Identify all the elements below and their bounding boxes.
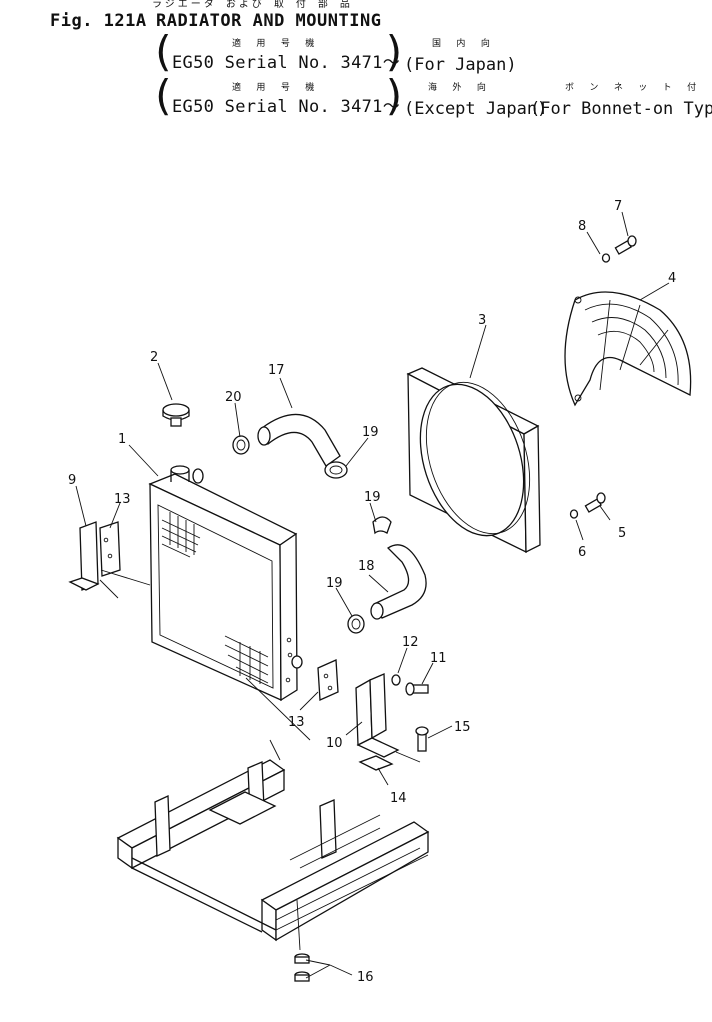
fan-guard-drawing — [564, 291, 692, 407]
figure-number: Fig. 121A — [50, 11, 147, 31]
bolt-drawing — [614, 235, 637, 255]
washer-drawing — [601, 253, 611, 263]
serial-range-2: EG50 Serial No. 3471～ — [172, 97, 400, 117]
callout-15: 15 — [454, 720, 471, 735]
hose-clamp-drawing — [324, 461, 348, 479]
callout-19: 19 — [362, 425, 379, 440]
leader-lines — [75, 211, 670, 979]
model-label-jp-2: 適 用 号 機 — [232, 83, 320, 93]
market-jp-1: 国 内 向 — [432, 39, 495, 49]
callout-13: 13 — [114, 492, 131, 507]
radiator-cap-drawing — [162, 403, 190, 427]
close-bracket: ) — [382, 71, 408, 120]
lower-hose-drawing — [370, 544, 427, 620]
callout-7: 7 — [614, 199, 622, 214]
right-bracket-drawing — [317, 659, 400, 771]
title-japanese: ラジエータ および 取 付 部 品 — [152, 0, 353, 10]
callout-19: 19 — [364, 490, 381, 505]
extra-en-2: (For Bonnet-on Type) — [530, 99, 712, 119]
callout-3: 3 — [478, 313, 486, 328]
hose-clamp-drawing — [347, 614, 365, 634]
bolt-drawing — [584, 492, 606, 513]
callout-labels: 2 1 20 17 19 3 4 7 8 5 6 9 13 19 18 19 1… — [68, 199, 676, 985]
callout-4: 4 — [668, 271, 676, 286]
open-bracket: ( — [150, 71, 176, 120]
hose-clamp-drawing — [232, 435, 250, 455]
callout-18: 18 — [358, 559, 375, 574]
washer-drawing — [569, 509, 579, 519]
engine-frame-drawing — [116, 759, 430, 942]
callout-11: 11 — [430, 651, 447, 666]
upper-hose-drawing — [257, 413, 341, 467]
callout-13: 13 — [288, 715, 305, 730]
market-en-1: (For Japan) — [404, 55, 517, 75]
left-bracket-drawing — [68, 521, 121, 591]
callout-16: 16 — [357, 970, 374, 985]
callout-12: 12 — [402, 635, 419, 650]
callout-20: 20 — [225, 390, 242, 405]
callout-6: 6 — [578, 545, 586, 560]
rubber-mount-drawing — [294, 953, 310, 982]
open-bracket: ( — [150, 27, 176, 76]
market-jp-2: 海 外 向 — [428, 83, 491, 93]
serial-range-1: EG50 Serial No. 3471～ — [172, 53, 400, 73]
callout-17: 17 — [268, 363, 285, 378]
fan-shroud-drawing — [406, 367, 541, 554]
market-en-2: (Except Japan) — [404, 99, 548, 119]
radiator-drawing — [148, 465, 303, 702]
callout-5: 5 — [618, 526, 626, 541]
figure-title: RADIATOR AND MOUNTING — [156, 11, 382, 31]
bolt-drawing — [415, 726, 429, 752]
close-bracket: ) — [382, 27, 408, 76]
callout-8: 8 — [578, 219, 586, 234]
washer-drawing — [391, 674, 401, 686]
model-label-jp-1: 適 用 号 機 — [232, 39, 320, 49]
callout-1: 1 — [118, 432, 126, 447]
extra-jp-2: ボ ン ネ ッ ト 付 — [565, 83, 702, 93]
callout-2: 2 — [150, 350, 158, 365]
callout-10: 10 — [326, 736, 343, 751]
hose-clamp-drawing — [372, 516, 392, 535]
callout-19: 19 — [326, 576, 343, 591]
callout-14: 14 — [390, 791, 407, 806]
callout-9: 9 — [68, 473, 76, 488]
bolt-drawing — [405, 682, 429, 696]
